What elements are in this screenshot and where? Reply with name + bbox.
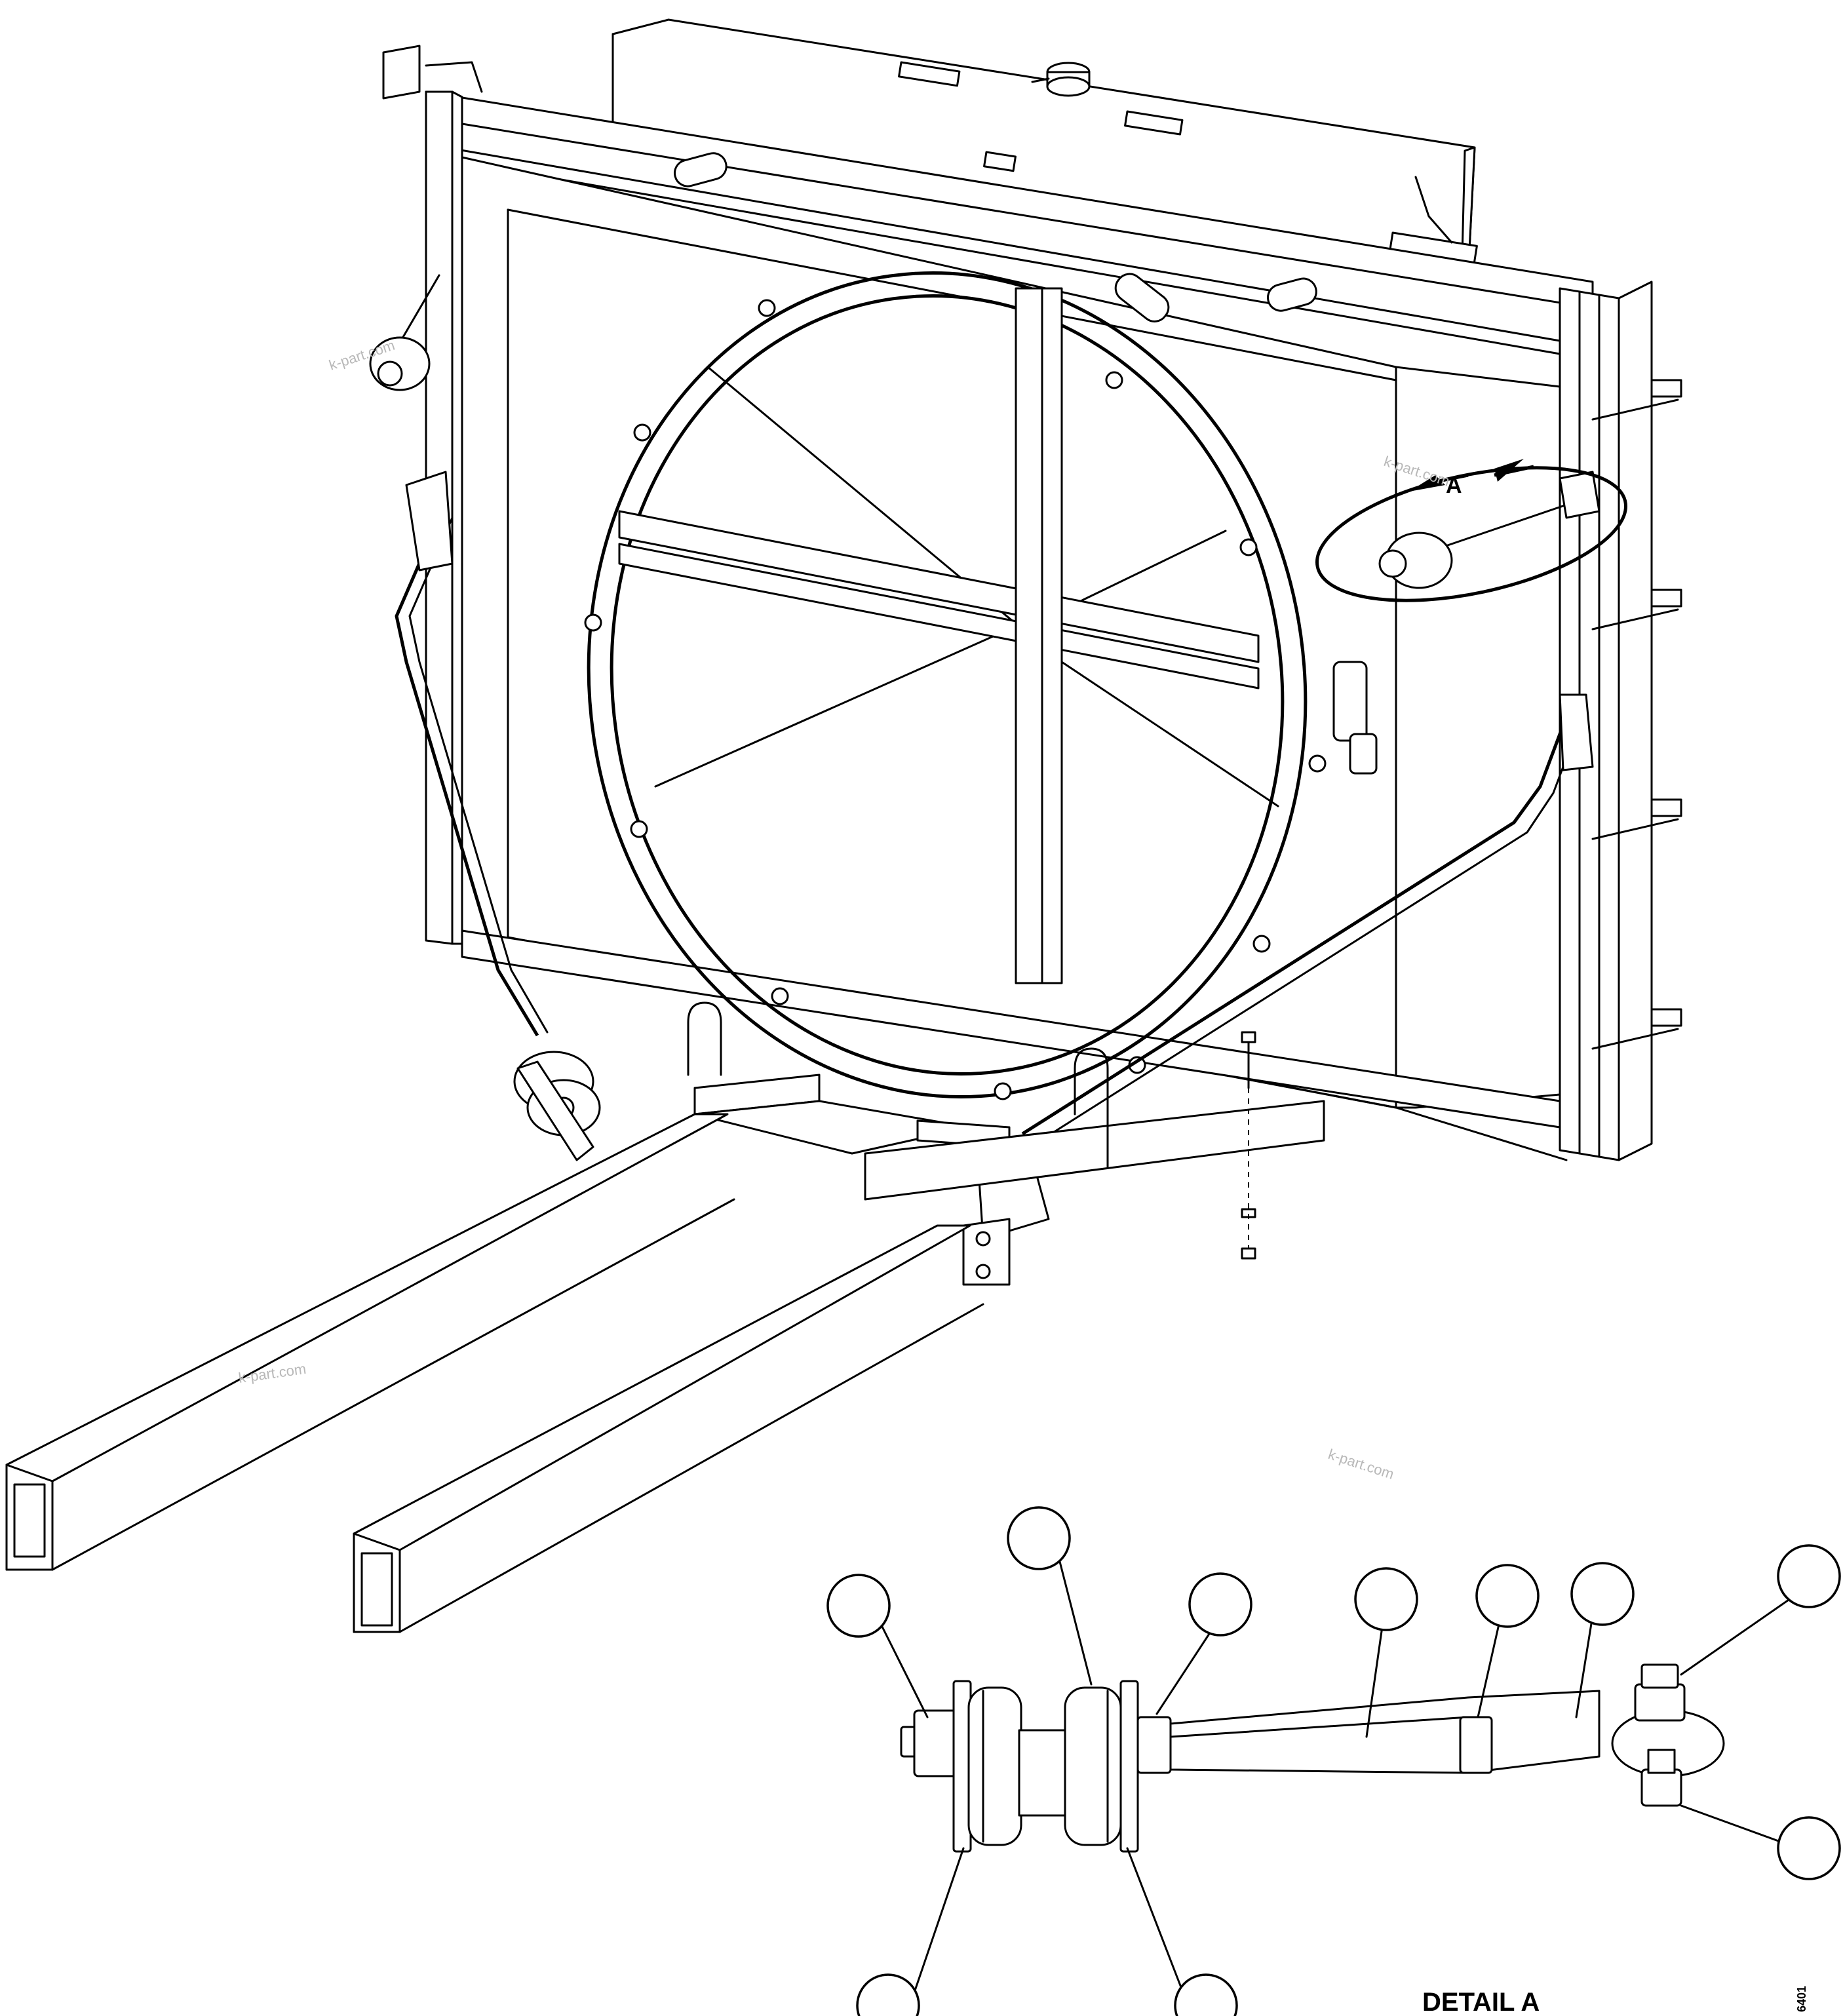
radiator-frame xyxy=(382,45,1682,1161)
hose-outlets xyxy=(673,152,1453,775)
callout-2 xyxy=(1007,1506,1071,1570)
callouts xyxy=(826,1506,1841,2016)
detail-marker: A xyxy=(1446,473,1462,498)
bottom-mount xyxy=(513,1001,1325,1286)
detail-a-leaders xyxy=(880,1555,1800,1994)
fan-ring xyxy=(584,271,1327,1100)
filler-cap xyxy=(1031,62,1091,97)
stay-rods: A xyxy=(369,274,1628,1145)
top-tank xyxy=(611,18,1478,283)
skid-rails xyxy=(5,1113,984,1633)
detail-a-assembly xyxy=(900,1663,1725,1853)
figure-code: 6401 xyxy=(1795,1986,1808,2012)
callout-6 xyxy=(1570,1562,1635,1626)
callout-5 xyxy=(1475,1564,1540,1628)
callout-1 xyxy=(826,1574,891,1638)
callout-10 xyxy=(1174,1973,1238,2016)
callout-9 xyxy=(856,1973,920,2016)
callout-8 xyxy=(1777,1816,1841,1880)
callout-7 xyxy=(1777,1544,1841,1608)
watermark-4: k-part.com xyxy=(1326,1446,1396,1483)
detail-title: DETAIL A xyxy=(1422,1988,1540,2016)
callout-3 xyxy=(1188,1572,1252,1637)
callout-4 xyxy=(1354,1567,1418,1631)
